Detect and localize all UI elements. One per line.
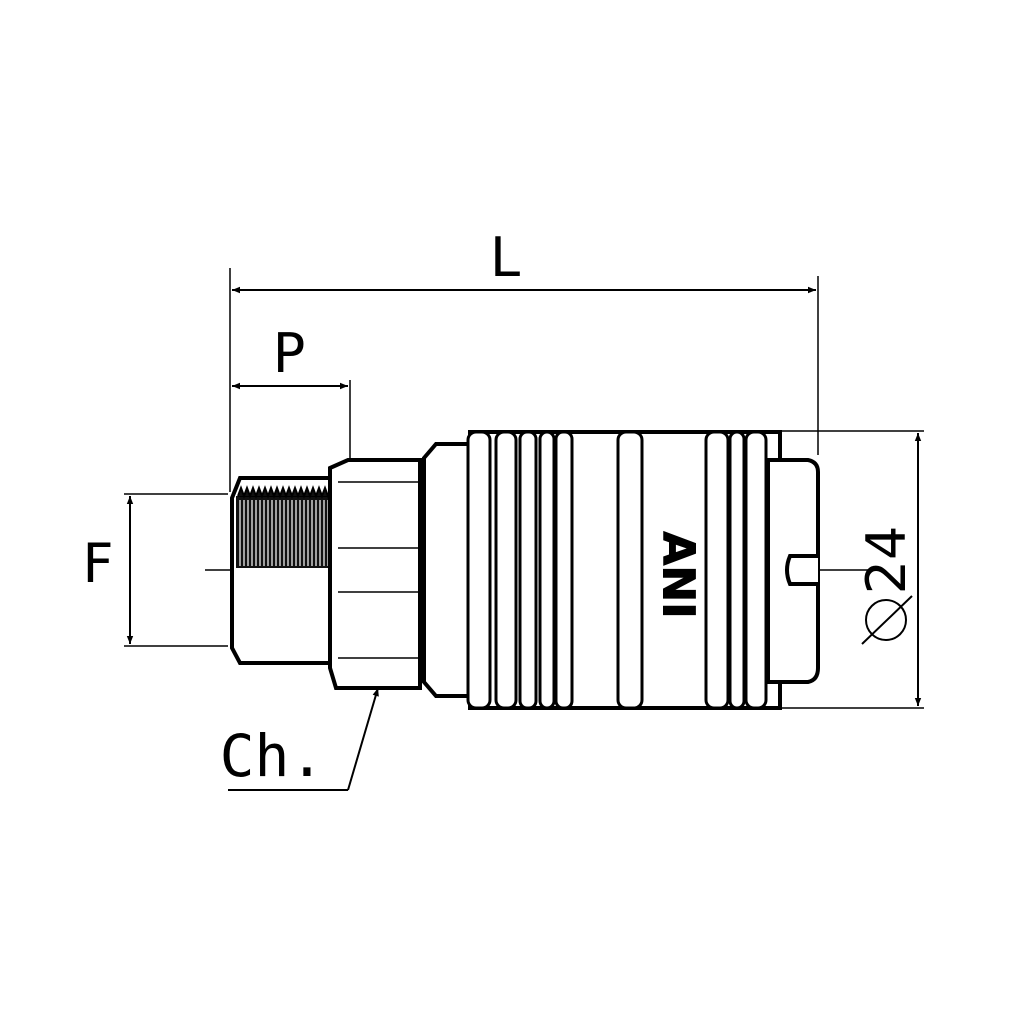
hex-nut — [328, 458, 425, 690]
dimension-l-label: L — [490, 226, 520, 289]
wrench-size-label: Ch. — [220, 722, 325, 790]
brand-logo: ANI — [652, 531, 704, 619]
grip-rings-left — [466, 430, 574, 710]
svg-text:ANI: ANI — [653, 531, 704, 618]
dimension-p-label: P — [273, 322, 306, 385]
wrench-leader: Ch. — [220, 687, 379, 791]
coupling-body — [422, 430, 820, 710]
threaded-end — [230, 476, 353, 665]
dimension-diameter: 24 — [776, 430, 924, 709]
dimension-diameter-label: 24 — [855, 526, 918, 595]
dimension-f-label: F — [82, 532, 113, 595]
dimension-f: F — [82, 493, 228, 647]
dimension-l: L — [229, 226, 819, 492]
dimension-p: P — [232, 322, 351, 458]
grip-rings-right — [704, 430, 768, 710]
